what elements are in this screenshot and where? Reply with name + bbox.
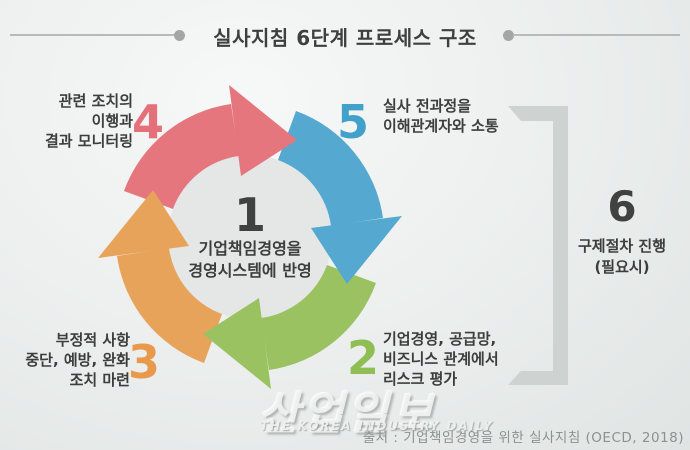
step3-line3: 조치 마련 bbox=[69, 371, 130, 389]
arc-red-top bbox=[124, 104, 239, 209]
title-rule-left bbox=[10, 34, 176, 36]
title-dot-left bbox=[174, 30, 185, 41]
arrowhead-orange-icon bbox=[98, 190, 189, 258]
title-dot-right bbox=[503, 30, 514, 41]
step4-line2: 이행과 bbox=[91, 112, 133, 130]
page-title: 실사지침 6단계 프로세스 구조 bbox=[213, 26, 477, 50]
step6-bracket bbox=[508, 106, 568, 385]
step3-line2: 중단, 예방, 완화 bbox=[25, 351, 130, 369]
step2-line1: 기업경영, 공급망, bbox=[383, 330, 497, 348]
step2-number: 2 bbox=[347, 331, 380, 385]
step3-line1: 부정적 사항 bbox=[55, 331, 130, 349]
step1-line2: 경영시스템에 반영 bbox=[188, 261, 312, 280]
step2-line2: 비즈니스 관계에서 bbox=[383, 350, 499, 368]
step1-label: 기업책임경영을 경영시스템에 반영 bbox=[160, 238, 340, 282]
step1-number: 1 bbox=[233, 188, 266, 242]
step4-line1: 관련 조치의 bbox=[58, 92, 133, 110]
title-rule-right bbox=[513, 34, 680, 36]
step1-line1: 기업책임경영을 bbox=[198, 239, 302, 258]
step2-line3: 리스크 평가 bbox=[383, 370, 458, 388]
arrowhead-blue-icon bbox=[311, 216, 402, 284]
step4-line3: 결과 모니터링 bbox=[44, 132, 133, 150]
step5-label: 실사 전과정을 이해관계자와 소통 bbox=[383, 96, 543, 136]
center-circle bbox=[168, 155, 332, 319]
step5-line2: 이해관계자와 소통 bbox=[383, 117, 499, 135]
step6-number: 6 bbox=[607, 182, 637, 231]
step2-label: 기업경영, 공급망, 비즈니스 관계에서 리스크 평가 bbox=[383, 329, 553, 389]
arc-orange-left bbox=[117, 248, 222, 363]
step3-number: 3 bbox=[128, 335, 161, 389]
arc-green-bottom bbox=[261, 265, 376, 370]
bracket-shape bbox=[508, 106, 568, 385]
step5-line1: 실사 전과정을 bbox=[383, 97, 472, 115]
step4-number: 4 bbox=[132, 95, 165, 149]
step5-number: 5 bbox=[337, 95, 370, 149]
arc-blue-right bbox=[278, 111, 383, 226]
step6-line2: (필요시) bbox=[594, 258, 650, 276]
cycle-diagram bbox=[98, 85, 402, 389]
watermark-subtitle: THE KOREA INDUSTRY DAILY bbox=[260, 419, 494, 433]
step4-label: 관련 조치의 이행과 결과 모니터링 bbox=[0, 91, 133, 151]
arrowhead-red-icon bbox=[229, 85, 297, 176]
step3-label: 부정적 사항 중단, 예방, 완화 조치 마련 bbox=[0, 330, 130, 390]
source-caption: 출처 : 기업책임경영을 위한 실사지침 (OECD, 2018) bbox=[362, 430, 684, 446]
step6-label: 구제절차 진행 (필요시) bbox=[558, 236, 686, 278]
arrowhead-green-icon bbox=[203, 298, 271, 389]
step6-line1: 구제절차 진행 bbox=[577, 237, 667, 255]
watermark-logo: 산업일보 bbox=[258, 387, 436, 440]
